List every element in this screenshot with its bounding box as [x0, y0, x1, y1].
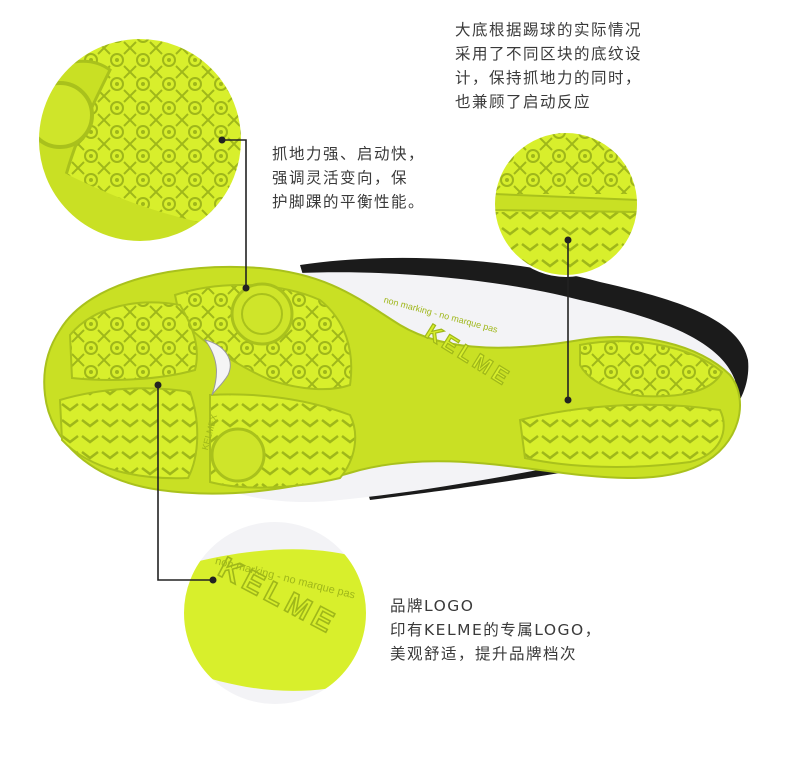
caption-zone-line: 大底根据踢球的实际情况: [455, 21, 643, 39]
leader-line-grip: [222, 139, 247, 288]
pivot-circle-forefoot: [230, 282, 294, 346]
caption-zone-line: 计，保持抓地力的同时，: [455, 69, 643, 87]
caption-zone-line: 也兼顾了启动反应: [455, 93, 592, 111]
caption-logo: 品牌LOGO 印有KELME的专属LOGO， 美观舒适，提升品牌档次: [390, 594, 602, 666]
pivot-circle-midfoot: [210, 427, 266, 483]
caption-grip-line: 强调灵活变向，保: [272, 169, 409, 187]
caption-logo-line: 美观舒适，提升品牌档次: [390, 645, 578, 663]
leader-dot-grip-top: [218, 136, 226, 144]
heel-hex-zone: [579, 340, 724, 398]
midfoot-chevron-zone: [58, 387, 199, 480]
leader-dot-zone-bottom: [564, 396, 572, 404]
leader-dot-zone-top: [564, 236, 572, 244]
arrow-accent: [203, 339, 231, 396]
caption-tread-zones: 大底根据踢球的实际情况 采用了不同区块的底纹设 计，保持抓地力的同时， 也兼顾了…: [455, 18, 642, 114]
caption-grip: 抓地力强、启动快， 强调灵活变向，保 护脚踝的平衡性能。: [272, 142, 425, 214]
leader-line-logo: [157, 385, 213, 581]
leader-dot-grip-bottom: [242, 284, 250, 292]
callout-logo-detail: KELME non marking - no marque pas: [182, 520, 368, 706]
leader-dot-logo-bottom: [209, 576, 217, 584]
callout-heel-detail: [493, 131, 639, 277]
leader-dot-logo-top: [154, 381, 162, 389]
caption-grip-line: 护脚踝的平衡性能。: [272, 193, 426, 211]
pivot-circle-forefoot-inner: [241, 293, 283, 335]
callout-hex-detail: [37, 37, 243, 243]
caption-grip-line: 抓地力强、启动快，: [272, 145, 426, 163]
heel-chevron-zone: [518, 403, 725, 468]
caption-logo-line: 品牌LOGO: [390, 597, 475, 615]
caption-zone-line: 采用了不同区块的底纹设: [455, 45, 643, 63]
toe-hex-zone: [68, 301, 198, 381]
caption-logo-line: 印有KELME的专属LOGO，: [390, 621, 602, 639]
